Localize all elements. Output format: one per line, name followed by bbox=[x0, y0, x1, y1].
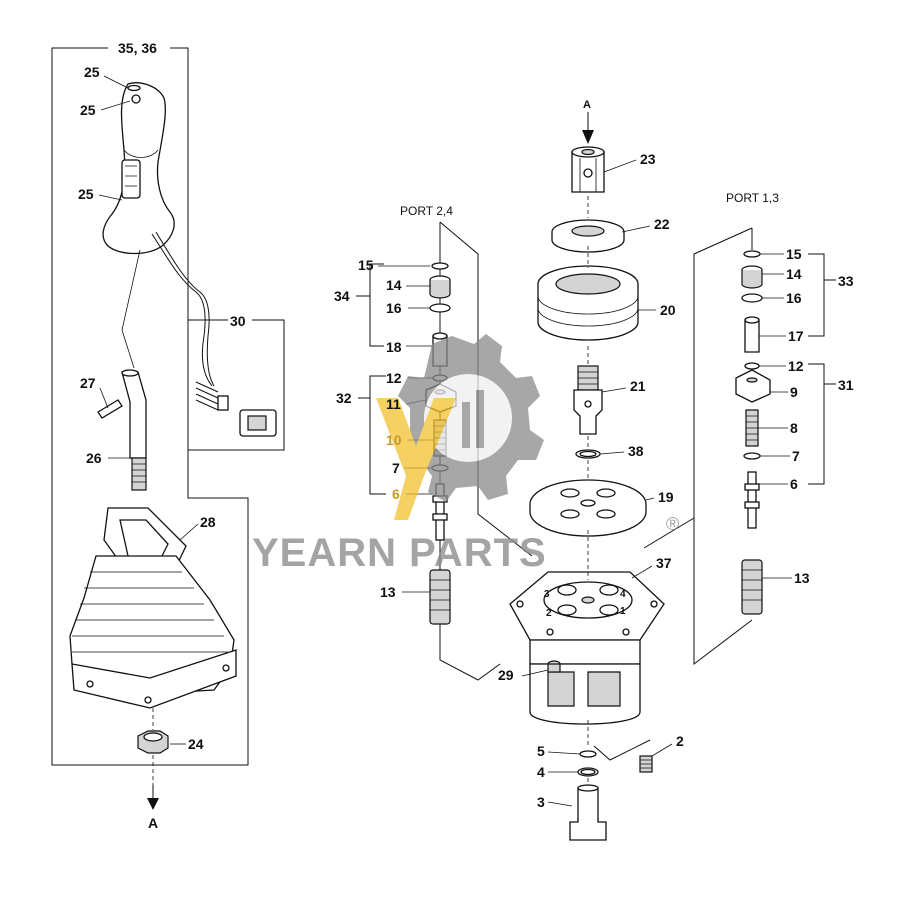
label-3: 3 bbox=[537, 794, 545, 810]
label-12-right: 12 bbox=[788, 358, 804, 374]
port-hole-4: 4 bbox=[620, 589, 626, 600]
watermark: YEARN PARTS ® bbox=[252, 334, 679, 575]
label-38: 38 bbox=[628, 443, 644, 459]
label-11: 11 bbox=[386, 396, 401, 412]
label-29: 29 bbox=[498, 667, 514, 683]
label-8: 8 bbox=[790, 420, 798, 436]
label-17: 17 bbox=[788, 328, 804, 344]
label-16-right: 16 bbox=[786, 290, 802, 306]
label-7-right: 7 bbox=[792, 448, 800, 464]
pilot-valve-body bbox=[509, 112, 673, 841]
label-12-left: 12 bbox=[386, 370, 402, 386]
label-13-left: 13 bbox=[380, 584, 396, 600]
label-18: 18 bbox=[386, 339, 402, 355]
label-22: 22 bbox=[654, 216, 670, 232]
label-14-right: 14 bbox=[786, 266, 802, 282]
label-24: 24 bbox=[188, 736, 204, 752]
label-19: 19 bbox=[658, 489, 674, 505]
lever-assembly bbox=[51, 47, 285, 810]
label-15-left: 15 bbox=[358, 257, 374, 273]
label-a-bottom: A bbox=[148, 815, 158, 831]
label-4: 4 bbox=[537, 764, 545, 780]
label-21: 21 bbox=[630, 378, 646, 394]
label-10: 10 bbox=[386, 432, 402, 448]
port-hole-1: 1 bbox=[620, 606, 626, 617]
gear-logo-icon bbox=[376, 334, 544, 520]
label-25-a: 25 bbox=[84, 64, 100, 80]
label-6-left: 6 bbox=[392, 486, 400, 502]
label-2: 2 bbox=[676, 733, 684, 749]
label-31: 31 bbox=[838, 377, 854, 393]
label-15-right: 15 bbox=[786, 246, 802, 262]
label-20: 20 bbox=[660, 302, 676, 318]
label-35-36: 35, 36 bbox=[118, 40, 157, 56]
label-34: 34 bbox=[334, 288, 350, 304]
port-hole-2: 2 bbox=[546, 608, 552, 619]
label-37: 37 bbox=[656, 555, 672, 571]
label-25-c: 25 bbox=[78, 186, 94, 202]
label-a-top: A bbox=[583, 99, 591, 111]
callout-labels: 35, 36 25 25 25 30 27 26 28 24 A A PORT … bbox=[78, 40, 854, 831]
label-27: 27 bbox=[80, 375, 96, 391]
label-25-b: 25 bbox=[80, 102, 96, 118]
label-6-right: 6 bbox=[790, 476, 798, 492]
label-23: 23 bbox=[640, 151, 656, 167]
label-14-left: 14 bbox=[386, 277, 402, 293]
label-32: 32 bbox=[336, 390, 352, 406]
label-30: 30 bbox=[230, 313, 246, 329]
port-1-3-stack bbox=[643, 227, 836, 666]
label-9: 9 bbox=[790, 384, 798, 400]
port-hole-3: 3 bbox=[544, 589, 550, 600]
label-7-left: 7 bbox=[392, 460, 400, 476]
label-16-left: 16 bbox=[386, 300, 402, 316]
label-26: 26 bbox=[86, 450, 102, 466]
port-1-3-label: PORT 1,3 bbox=[726, 191, 779, 205]
registered-mark: ® bbox=[666, 514, 679, 534]
label-13-right: 13 bbox=[794, 570, 810, 586]
port-2-4-label: PORT 2,4 bbox=[400, 204, 453, 218]
label-33: 33 bbox=[838, 273, 854, 289]
watermark-brand: YEARN PARTS bbox=[252, 531, 547, 575]
label-5: 5 bbox=[537, 743, 545, 759]
label-28: 28 bbox=[200, 514, 216, 530]
